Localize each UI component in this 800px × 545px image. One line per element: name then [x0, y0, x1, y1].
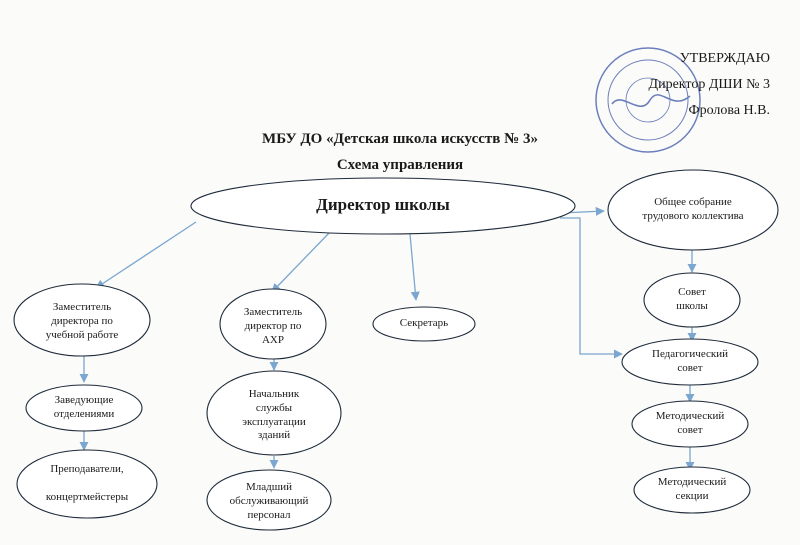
- node-head-service: Начальник службы эксплуатации зданий: [242, 388, 306, 442]
- general-meeting-ellipse: [607, 169, 779, 251]
- node-secretary: Секретарь: [399, 317, 449, 329]
- approval-name: Фролова Н.В.: [688, 103, 770, 118]
- director-ellipse: [190, 177, 576, 235]
- node-deputy-edu: Заместитель директора по учебной работе: [45, 301, 119, 341]
- teachers-ellipse: [16, 449, 158, 519]
- node-school-council: Совет школы: [676, 286, 708, 312]
- node-deputy-ahr: Заместитель директор по АХР: [243, 306, 303, 346]
- junior-staff-ellipse: [206, 469, 332, 531]
- school-council-ellipse: [643, 272, 741, 328]
- official-stamp: [595, 47, 701, 153]
- ped-council-ellipse: [621, 338, 759, 386]
- node-shapes: [13, 169, 779, 531]
- node-director: Директор школы: [316, 195, 450, 214]
- approval-block: УТВЕРЖДАЮ Директор ДШИ № 3 Фролова Н.В.: [649, 46, 770, 124]
- deputy-ahr-ellipse: [219, 288, 327, 360]
- node-ped-council: Педагогический совет: [652, 348, 728, 374]
- node-method-sections: Методический секции: [657, 476, 727, 502]
- page-title: Схема управления: [336, 157, 464, 173]
- node-junior-staff: Младший обслуживающий персонал: [229, 481, 309, 521]
- head-service-ellipse: [206, 370, 342, 456]
- arrow-director-to-secretary: [409, 233, 420, 301]
- deputy-edu-ellipse: [13, 283, 151, 357]
- node-heads-depts: Заведующие отделениями: [53, 394, 115, 420]
- approval-position: Директор ДШИ № 3: [648, 77, 770, 92]
- arrow-director-to-ped-council: [560, 217, 623, 359]
- method-council-ellipse: [631, 400, 749, 448]
- node-teachers: Преподаватели, концертмейстеры: [45, 463, 129, 503]
- node-general-meeting: Общее собрание трудового коллектива: [642, 196, 744, 222]
- node-method-council: Методический совет: [655, 410, 725, 436]
- heads-depts-ellipse: [25, 384, 143, 432]
- arrow-director-to-deputy-ahr: [271, 231, 331, 293]
- organization-name: МБУ ДО «Детская школа искусств № 3»: [262, 131, 538, 147]
- connector-arrows: [79, 206, 697, 471]
- arrow-director-to-deputy-edu: [95, 221, 197, 289]
- secretary-ellipse: [372, 306, 476, 342]
- approval-label: УТВЕРЖДАЮ: [679, 51, 770, 66]
- method-sections-ellipse: [633, 466, 751, 514]
